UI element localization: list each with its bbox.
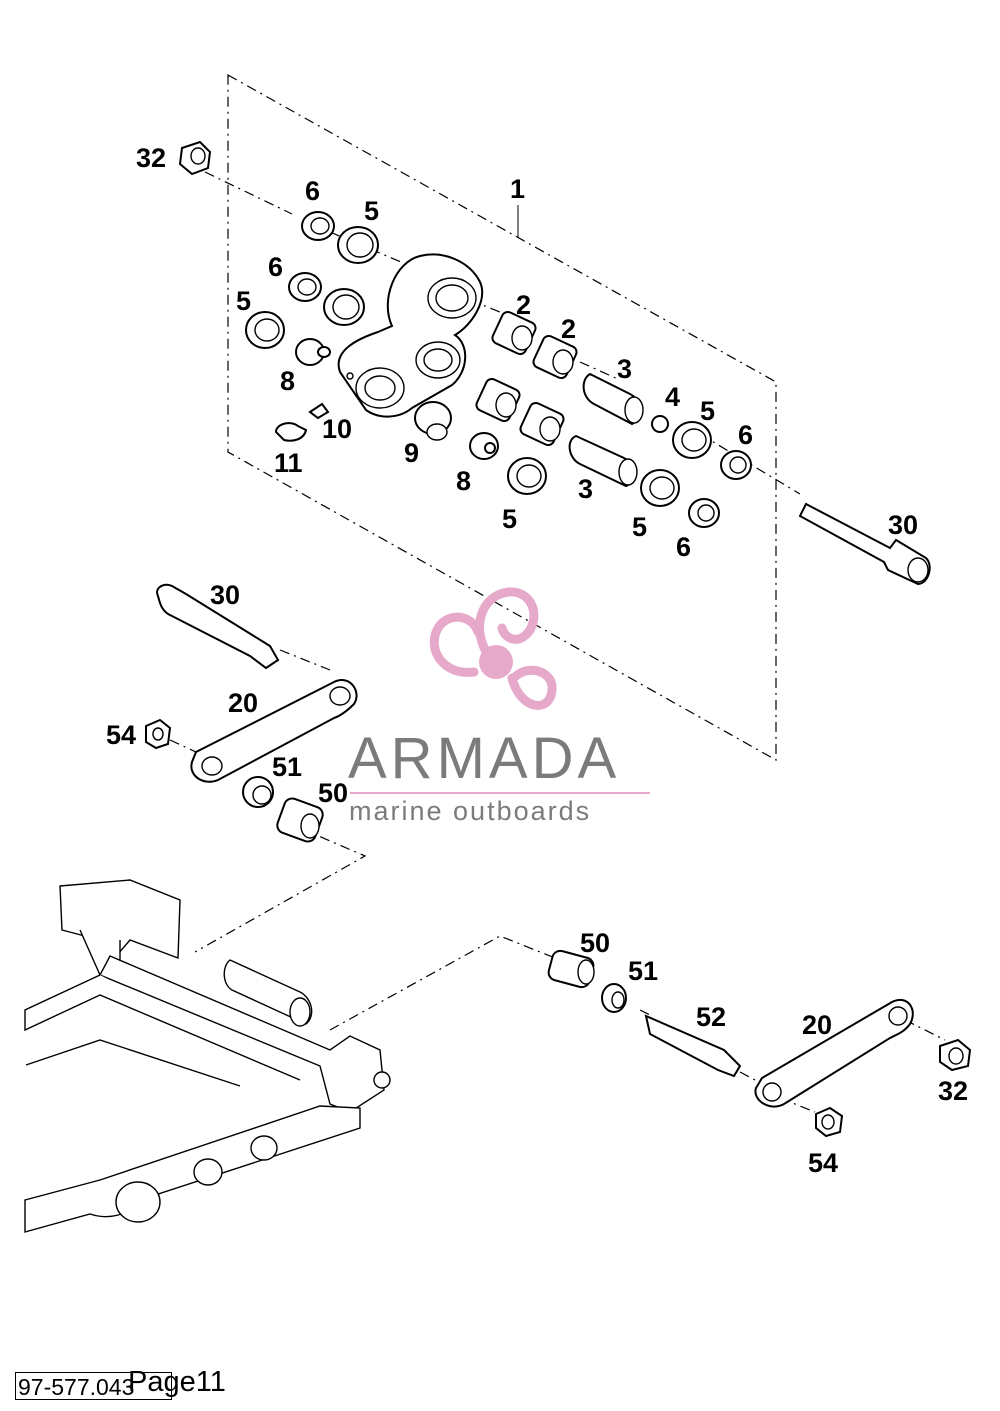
callout-label-c4: 4 <box>665 382 681 412</box>
watermark-brand: ARMADA <box>348 726 621 791</box>
watermark-divider <box>350 792 650 794</box>
callout-label-c30a: 30 <box>888 510 919 540</box>
callout-label-c6d: 6 <box>676 532 692 562</box>
callout-label-c5d: 5 <box>502 504 518 534</box>
assembly-1-group-outline <box>227 73 777 762</box>
callout-label-c54a: 54 <box>106 720 137 750</box>
callout-label-c6c: 6 <box>738 420 754 450</box>
callout-label-c6a: 6 <box>305 176 321 206</box>
callout-label-c8b: 8 <box>456 466 472 496</box>
callout-label-c54b: 54 <box>808 1148 839 1178</box>
callout-label-c3a: 3 <box>617 354 633 384</box>
bolt-30-top <box>798 502 931 586</box>
link-20-left <box>190 679 358 783</box>
spacer-51-right <box>601 983 627 1013</box>
nut-54-bottom <box>815 1106 844 1138</box>
seal-rings <box>245 211 752 528</box>
drawing-code-box: 97-577.043 <box>15 1372 172 1400</box>
callout-label-c20a: 20 <box>228 688 259 718</box>
pin-52 <box>644 1014 742 1078</box>
callout-label-c2a: 2 <box>516 290 532 320</box>
nut-32-bottom <box>939 1038 972 1072</box>
bolt-30-left <box>156 583 280 670</box>
callout-label-c11: 11 <box>274 448 303 478</box>
nut-54-left <box>145 718 172 750</box>
callout-label-c32b: 32 <box>938 1076 969 1106</box>
watermark-tagline: marine outboards <box>349 796 592 826</box>
needle-bearings <box>475 310 578 447</box>
bearing-50-left <box>276 797 324 843</box>
callout-label-c50b: 50 <box>580 928 611 958</box>
callout-label-c20b: 20 <box>802 1010 833 1040</box>
callout-label-c1: 1 <box>510 174 526 204</box>
callout-label-c6b: 6 <box>268 252 284 282</box>
callout-label-c5b: 5 <box>236 286 252 316</box>
bushings <box>568 372 644 488</box>
callout-label-c9: 9 <box>404 438 420 468</box>
callout-label-c30b: 30 <box>210 580 241 610</box>
rocker-lever-part <box>337 253 484 418</box>
page-number: Page11 <box>128 1366 226 1398</box>
callout-label-c5a: 5 <box>364 196 380 226</box>
bearing-50-right <box>547 949 595 989</box>
spacer-51-left <box>242 776 274 808</box>
callout-label-c32a: 32 <box>136 143 167 173</box>
link-20-right <box>754 999 914 1108</box>
callout-label-c52: 52 <box>696 1002 727 1032</box>
nut-32-top <box>178 140 212 176</box>
small-fittings <box>274 338 499 460</box>
callout-label-c3b: 3 <box>578 474 594 504</box>
callout-label-c2b: 2 <box>561 314 577 344</box>
callout-label-c51a: 51 <box>272 752 303 782</box>
callout-label-c10: 10 <box>322 414 353 444</box>
callout-label-c51b: 51 <box>628 956 659 986</box>
callout-label-c50a: 50 <box>318 778 349 808</box>
callout-label-c5c: 5 <box>700 396 716 426</box>
callout-label-c8a: 8 <box>280 366 296 396</box>
swingarm-frame <box>24 879 391 1233</box>
callout-label-c5e: 5 <box>632 512 648 542</box>
propeller-logo-icon <box>429 587 557 710</box>
